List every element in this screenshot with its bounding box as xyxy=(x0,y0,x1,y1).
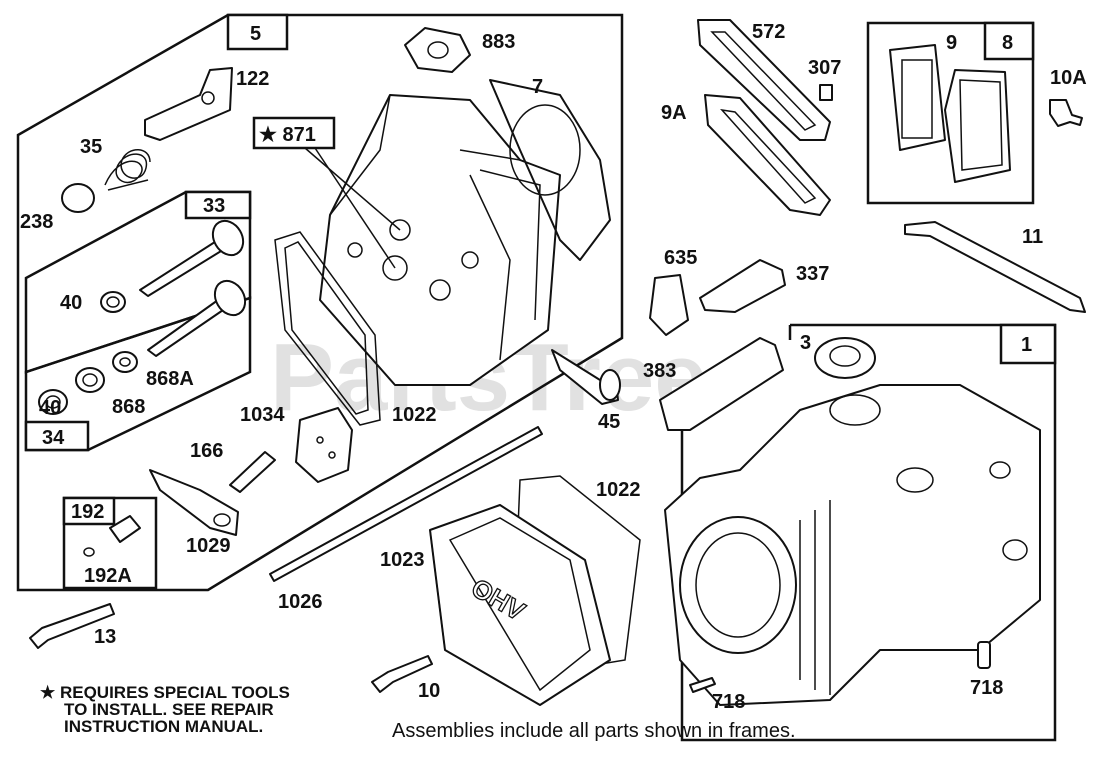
part-572-gasket xyxy=(697,19,831,141)
part-192-fitting xyxy=(83,515,141,557)
label-122: 122 xyxy=(236,68,269,90)
frame-33-tag xyxy=(184,190,252,220)
label-35: 35 xyxy=(80,136,102,158)
frame-192-label: 192 xyxy=(71,501,104,523)
label-9: 9 xyxy=(946,32,957,54)
label-1029: 1029 xyxy=(186,535,231,557)
label-868: 868 xyxy=(112,396,145,418)
label-1034: 1034 xyxy=(240,404,285,426)
part-3-oil-seal xyxy=(814,337,876,379)
frame-192-tag xyxy=(62,496,116,526)
part-1034-plate xyxy=(295,407,353,483)
part-1-crankcase xyxy=(664,384,1041,706)
part-883-gasket xyxy=(404,27,471,73)
part-9-gasket xyxy=(889,44,946,151)
label-307: 307 xyxy=(808,57,841,79)
note-line-3: INSTRUCTION MANUAL. xyxy=(64,717,264,736)
part-40-retainer-lower xyxy=(38,389,68,415)
label-1023: 1023 xyxy=(380,549,425,571)
label-718-right: 718 xyxy=(970,677,1003,699)
part-383-dipstick xyxy=(659,337,784,431)
frame-34-tag xyxy=(24,420,90,452)
part-1029-rocker-arm xyxy=(149,469,239,536)
label-10: 10 xyxy=(418,680,440,702)
label-40-lower-frame34: 40 xyxy=(39,397,61,419)
label-1022-upper: 1022 xyxy=(392,404,437,426)
label-868A: 868A xyxy=(146,368,194,390)
part-13-bolt xyxy=(29,603,115,649)
part-11-breather-tube xyxy=(904,221,1086,313)
label-40: 40 xyxy=(60,292,82,314)
label-3: 3 xyxy=(800,332,811,354)
part-10-bolt xyxy=(371,655,433,693)
part-1022-gasket-upper xyxy=(274,231,381,426)
part-868A-washer xyxy=(112,351,138,373)
part-1023-rocker-cover: OHV xyxy=(429,504,611,706)
special-tools-note: ★ REQUIRES SPECIAL TOOLS TO INSTALL. SEE… xyxy=(40,684,290,735)
part-35-spring xyxy=(104,149,151,191)
part-9A-gasket xyxy=(704,94,831,216)
part-307-screw xyxy=(819,84,833,101)
part-valve-intake xyxy=(139,219,245,297)
label-871: ★ 871 xyxy=(259,124,316,146)
part-868-seal xyxy=(75,367,105,393)
label-166: 166 xyxy=(190,440,223,462)
frame-34-label: 34 xyxy=(42,427,65,449)
part-1026-pushrod xyxy=(269,426,543,582)
label-9A: 9A xyxy=(661,102,687,124)
label-45: 45 xyxy=(598,411,620,433)
label-1022-lower: 1022 xyxy=(596,479,641,501)
label-13: 13 xyxy=(94,626,116,648)
frame-33-label: 33 xyxy=(203,195,225,217)
part-337-spark-plug xyxy=(699,259,786,313)
part-7-head-gasket xyxy=(489,79,611,261)
frame-8-outline xyxy=(866,21,1035,205)
part-718-dowel-left xyxy=(689,677,716,693)
label-383: 383 xyxy=(643,360,676,382)
part-122-bracket xyxy=(144,67,233,141)
part-166-stud xyxy=(229,451,276,493)
part-718-dowel-right xyxy=(977,641,991,669)
part-8-cover xyxy=(944,69,1011,183)
label-337: 337 xyxy=(796,263,829,285)
label-883: 883 xyxy=(482,31,515,53)
assemblies-caption: Assemblies include all parts shown in fr… xyxy=(392,720,796,742)
label-192A: 192A xyxy=(84,565,132,587)
part-871-callout xyxy=(252,116,401,269)
label-238: 238 xyxy=(20,211,53,233)
note-line-2: TO INSTALL. SEE REPAIR xyxy=(64,700,274,719)
label-7: 7 xyxy=(532,76,543,98)
label-635: 635 xyxy=(664,247,697,269)
label-11: 11 xyxy=(1022,226,1043,248)
frame-1-label: 1 xyxy=(1021,334,1032,356)
label-572: 572 xyxy=(752,21,785,43)
part-10A-bolt xyxy=(1049,99,1083,127)
frame-5-tag xyxy=(226,13,289,51)
part-45-guide xyxy=(551,349,621,405)
part-238-cap xyxy=(61,183,95,213)
part-40-retainer xyxy=(100,291,126,313)
label-1026: 1026 xyxy=(278,591,323,613)
label-10A: 10A xyxy=(1050,67,1087,89)
note-line-1: ★ REQUIRES SPECIAL TOOLS xyxy=(40,683,290,702)
frame-1-tag xyxy=(999,323,1057,365)
part-valve-exhaust xyxy=(147,279,247,357)
frame-5-outline xyxy=(16,13,624,592)
part-635-spark-boot xyxy=(649,274,689,336)
frame-8-label: 8 xyxy=(1002,32,1013,54)
frame-5-label: 5 xyxy=(250,23,261,45)
label-718-left: 718 xyxy=(712,691,745,713)
part-cylinder-head xyxy=(319,94,561,386)
frame-8-tag xyxy=(983,21,1035,61)
